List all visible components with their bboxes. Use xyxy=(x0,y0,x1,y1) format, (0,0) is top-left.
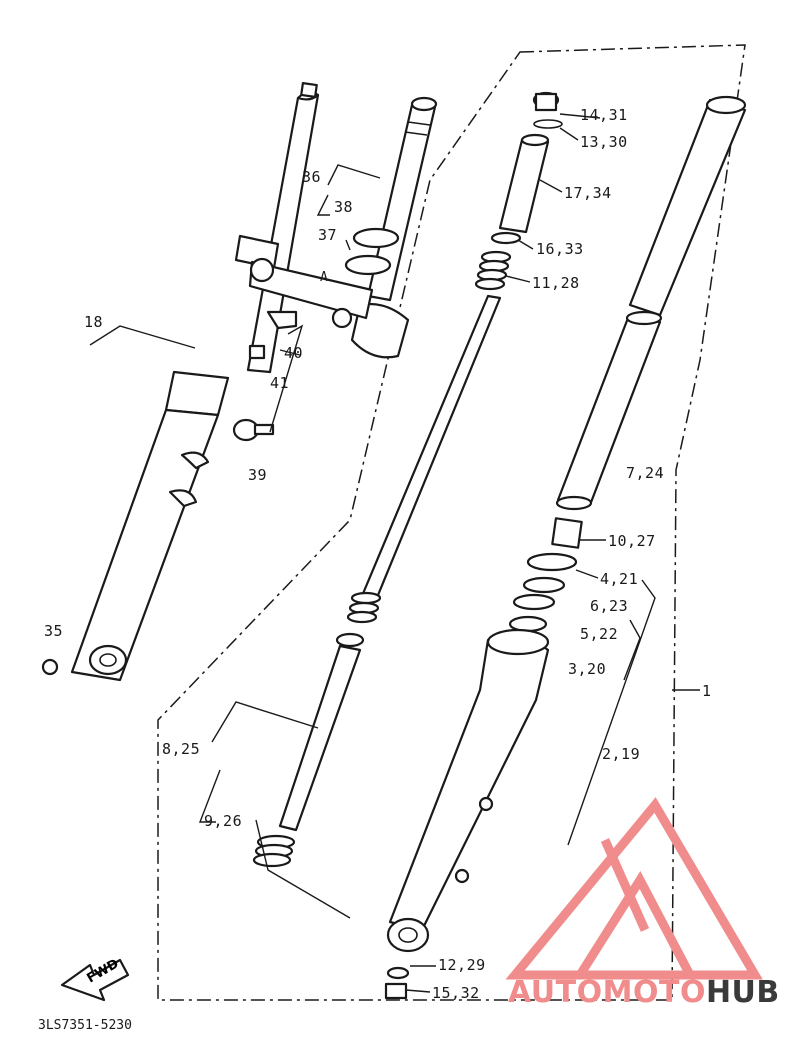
callout-15-32: 15,32 xyxy=(432,984,480,1002)
callout-4-21: 4,21 xyxy=(600,570,639,588)
callout-3-20: 3,20 xyxy=(568,660,607,678)
callout-8-25: 8,25 xyxy=(162,740,201,758)
callout-16-33: 16,33 xyxy=(536,240,584,258)
watermark-logo xyxy=(505,797,763,980)
callout-14-31: 14,31 xyxy=(580,106,628,124)
callout-1: 1 xyxy=(702,682,712,700)
inner-outer-tubes xyxy=(384,95,747,1000)
callout-9-26: 9,26 xyxy=(204,812,243,830)
callout-17-34: 17,34 xyxy=(564,184,612,202)
fork-leg-assembled xyxy=(41,81,320,682)
callout-41: 41 xyxy=(270,374,290,392)
callout-a: A xyxy=(320,270,329,285)
callout-38: 38 xyxy=(334,198,354,216)
diagram-code: 3LS7351-5230 xyxy=(38,1018,132,1033)
callout-5-22: 5,22 xyxy=(580,625,619,643)
spring-and-damper xyxy=(252,91,563,868)
callout-40: 40 xyxy=(284,344,304,362)
steering-stem xyxy=(232,96,438,442)
callout-37: 37 xyxy=(318,226,338,244)
callout-2-19: 2,19 xyxy=(602,745,641,763)
callout-36: 36 xyxy=(302,168,322,186)
callout-13-30: 13,30 xyxy=(580,133,628,151)
callout-7-24: 7,24 xyxy=(626,464,665,482)
watermark-text-b: HUB xyxy=(705,975,780,1010)
callout-35: 35 xyxy=(44,622,64,640)
watermark-text-a: AUTOMOTO xyxy=(508,975,706,1010)
leader-lines xyxy=(89,113,700,993)
forward-arrow xyxy=(60,958,130,1002)
callout-10-27: 10,27 xyxy=(608,532,656,550)
callout-12-29: 12,29 xyxy=(438,956,486,974)
callout-18: 18 xyxy=(84,313,104,331)
callout-11-28: 11,28 xyxy=(532,274,580,292)
callout-39: 39 xyxy=(248,466,268,484)
watermark-text: AUTOMOTOHUB xyxy=(508,975,780,1010)
callout-6-23: 6,23 xyxy=(590,597,629,615)
